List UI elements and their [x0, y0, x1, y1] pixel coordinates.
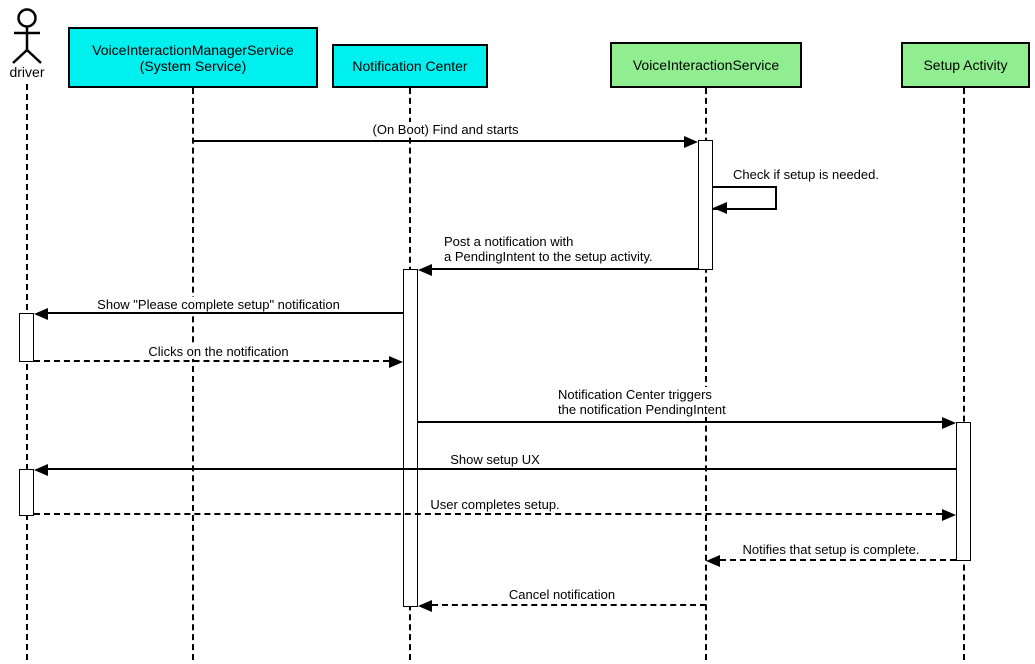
participant-label: VoiceInteractionManagerService (System S… [92, 41, 294, 74]
message-line-on-boot-find-and-starts [193, 140, 684, 142]
arrowhead-icon [942, 417, 956, 429]
participant-label: Notification Center [352, 58, 468, 74]
arrowhead-icon [34, 464, 48, 476]
message-line-show-please-complete-setup-notification [48, 312, 403, 314]
activation-voice-interaction-service [698, 140, 713, 270]
participant-label: Setup Activity [923, 57, 1008, 73]
message-label: User completes setup. [428, 497, 562, 512]
lifeline-driver [26, 84, 28, 660]
message-label: (On Boot) Find and starts [370, 122, 521, 137]
lifeline-vims [192, 88, 194, 660]
arrowhead-icon [418, 264, 432, 276]
arrowhead-icon [34, 308, 48, 320]
message-label: Post a notification with a PendingIntent… [442, 234, 655, 264]
participant-voice-interaction-service: VoiceInteractionService [610, 42, 802, 88]
message-line-show-setup-ux [48, 468, 956, 470]
message-label: Show "Please complete setup" notificatio… [95, 297, 342, 312]
arrowhead-icon [418, 600, 432, 612]
activation-driver-2 [19, 469, 34, 516]
lifeline-voice-interaction-service [705, 88, 707, 660]
activation-setup-activity [956, 422, 971, 561]
arrowhead-icon [684, 136, 698, 148]
participant-voice-interaction-manager-service: VoiceInteractionManagerService (System S… [68, 27, 318, 88]
arrowhead-icon [706, 555, 720, 567]
lifeline-setup-activity [963, 88, 965, 660]
message-line-post-a-notification [432, 268, 698, 270]
message-line-notification-center-triggers-pendingintent [418, 421, 942, 423]
activation-driver-1 [19, 313, 34, 362]
message-label: Notifies that setup is complete. [740, 542, 922, 557]
message-label: Show setup UX [448, 452, 542, 467]
message-line-check-if-setup-is-needed [713, 186, 777, 210]
participant-label: VoiceInteractionService [632, 57, 780, 73]
message-line-user-completes-setup [34, 513, 942, 515]
message-line-notifies-setup-complete [720, 559, 956, 561]
arrowhead-icon [942, 509, 956, 521]
message-line-cancel-notification [432, 604, 706, 606]
person-icon [12, 8, 42, 64]
participant-notification-center: Notification Center [332, 44, 488, 88]
arrowhead-icon [713, 202, 727, 214]
message-label: Clicks on the notification [146, 344, 291, 359]
participant-setup-activity: Setup Activity [901, 42, 1030, 88]
message-label: Notification Center triggers the notific… [556, 387, 728, 417]
message-line-clicks-on-the-notification [34, 360, 389, 362]
message-label: Cancel notification [506, 587, 618, 602]
message-label: Check if setup is needed. [731, 167, 881, 182]
arrowhead-icon [389, 356, 403, 368]
actor-driver-label: driver [9, 64, 45, 80]
activation-notification-center [403, 269, 418, 607]
